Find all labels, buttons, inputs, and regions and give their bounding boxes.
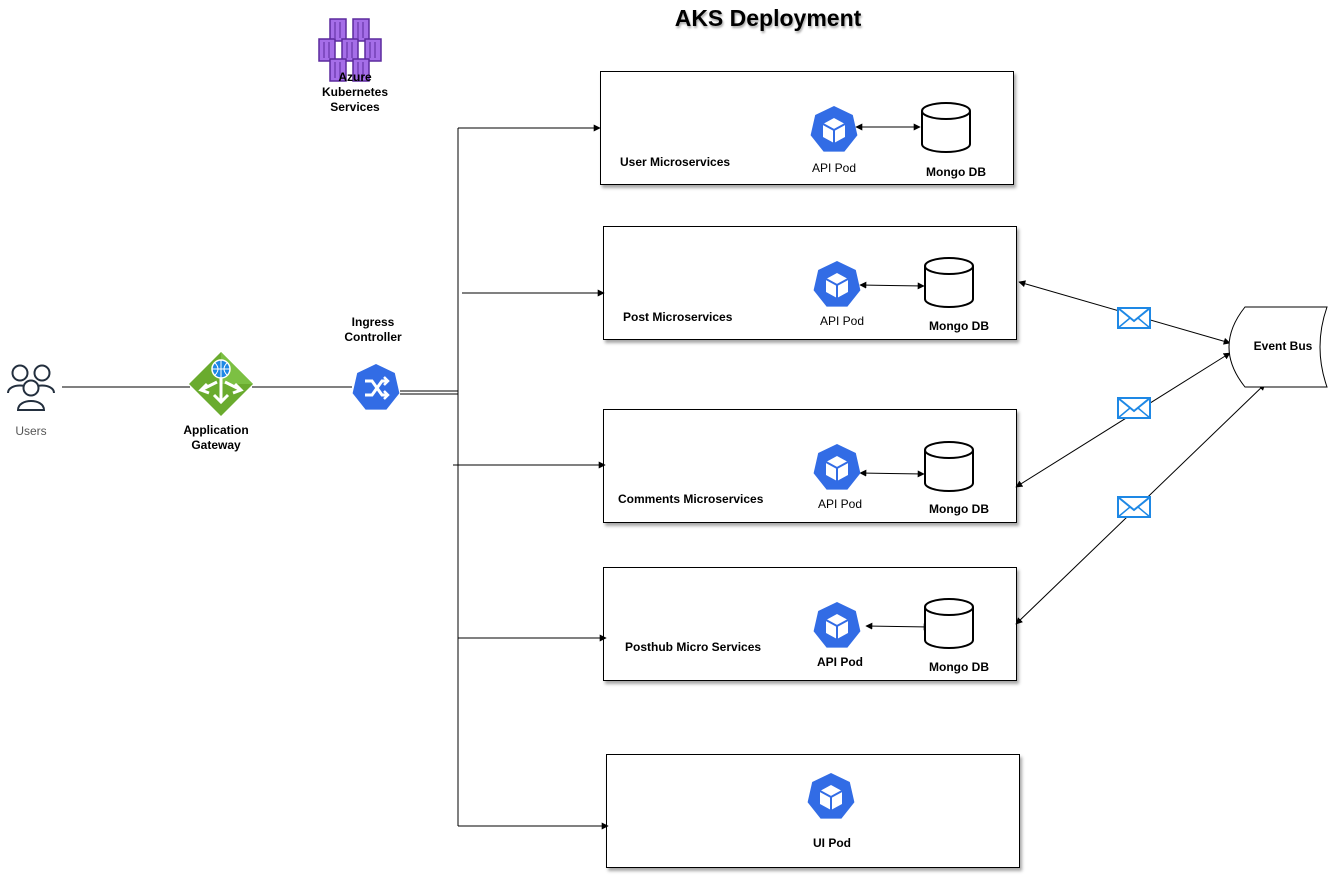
api-pod-icon bbox=[812, 601, 862, 649]
gateway-label-line2: Gateway bbox=[191, 438, 241, 452]
api-pod-icon bbox=[812, 443, 862, 491]
gateway-label: Application Gateway bbox=[166, 423, 266, 453]
ingress-label: Ingress Controller bbox=[323, 315, 423, 345]
api-pod-icon bbox=[812, 260, 862, 308]
diagram-title: AKS Deployment bbox=[674, 5, 862, 31]
mongo-db-label: Mongo DB bbox=[926, 165, 986, 179]
ingress-label-line2: Controller bbox=[344, 330, 402, 344]
mongo-db-icon bbox=[924, 257, 974, 308]
ui-pod-icon bbox=[806, 772, 856, 820]
mongo-db-label: Mongo DB bbox=[929, 319, 989, 333]
mongo-db-icon bbox=[924, 441, 974, 492]
service-name: Comments Microservices bbox=[618, 492, 764, 506]
application-gateway-icon bbox=[189, 352, 253, 416]
api-pod-icon bbox=[809, 105, 859, 153]
event-bus-connectors bbox=[1015, 280, 1266, 625]
message-icon bbox=[1117, 307, 1151, 329]
pod-db-connectors bbox=[855, 123, 931, 631]
ingress-label-line1: Ingress bbox=[351, 315, 395, 329]
azure-label-line3: Services bbox=[330, 100, 380, 114]
ui-pod-label: UI Pod bbox=[813, 836, 851, 850]
message-icon bbox=[1117, 496, 1151, 518]
event-bus-icon bbox=[1228, 306, 1328, 388]
users-label: Users bbox=[15, 424, 47, 438]
message-icon bbox=[1117, 397, 1151, 419]
event-bus-label: Event Bus bbox=[1253, 339, 1313, 353]
api-pod-label: API Pod bbox=[811, 161, 857, 175]
service-name: Post Microservices bbox=[623, 310, 733, 324]
mongo-db-label: Mongo DB bbox=[929, 660, 989, 674]
azure-label: Azure Kubernetes Services bbox=[300, 70, 410, 115]
ui-box[interactable] bbox=[606, 754, 1020, 868]
users-icon bbox=[0, 357, 62, 416]
ingress-controller-icon bbox=[352, 364, 400, 410]
ingress-routing-connector bbox=[400, 124, 609, 830]
api-pod-label: API Pod bbox=[816, 655, 863, 669]
azure-label-line1: Azure bbox=[338, 70, 372, 84]
service-name: User Microservices bbox=[620, 155, 731, 169]
gateway-label-line1: Application bbox=[183, 423, 249, 437]
api-pod-label: API Pod bbox=[819, 314, 865, 328]
api-pod-label: API Pod bbox=[817, 497, 863, 511]
azure-label-line2: Kubernetes bbox=[321, 85, 389, 99]
mongo-db-icon bbox=[924, 598, 974, 649]
service-name: Posthub Micro Services bbox=[625, 640, 762, 654]
mongo-db-label: Mongo DB bbox=[929, 502, 989, 516]
mongo-db-icon bbox=[921, 102, 971, 153]
